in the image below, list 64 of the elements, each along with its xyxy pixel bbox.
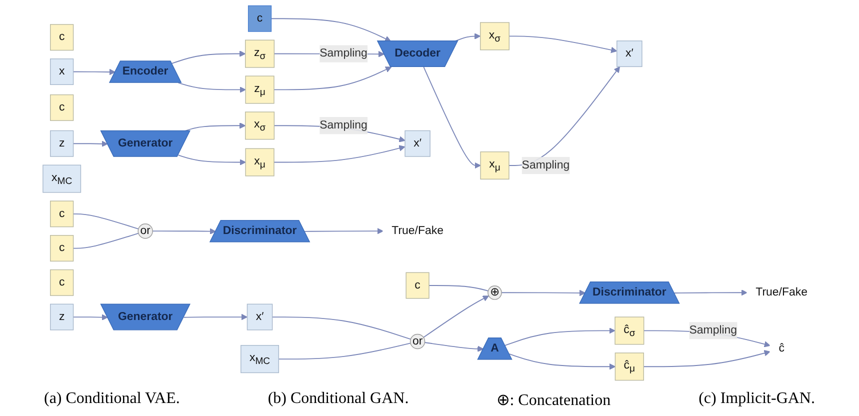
arrow (171, 50, 246, 64)
arrow (152, 228, 216, 234)
arrow (501, 290, 586, 296)
node-box: x (50, 58, 74, 85)
node-box: x$_{MC}$ (42, 164, 82, 193)
node-text: True/Fake (392, 224, 444, 237)
connector (272, 316, 412, 340)
connector (72, 232, 139, 249)
node-text: ĉ (778, 342, 784, 354)
node-box: x′ (616, 40, 642, 68)
node-box: c (50, 94, 74, 121)
arrow (304, 228, 384, 234)
node-box: z$_{μ}$ (245, 76, 274, 104)
node-box: x′ (246, 304, 273, 330)
arrow (72, 68, 116, 76)
arrow (183, 314, 248, 320)
connector (428, 285, 489, 292)
node-box: ĉ$_{σ}$ (614, 316, 644, 345)
node-box: x$_{σ}$ (480, 22, 510, 50)
connector (72, 213, 139, 230)
node-box: z (50, 130, 74, 157)
arrow (424, 342, 484, 352)
node-box: x$_{σ}$ (245, 112, 275, 140)
node-box: c (50, 24, 74, 51)
arrow (178, 154, 246, 166)
note: ⊕: Concatenation (496, 391, 611, 410)
node-box: z$_{σ}$ (245, 40, 275, 68)
node-box: c (406, 272, 430, 299)
arrow (504, 328, 616, 346)
node-circle: ⊕ (488, 285, 502, 300)
arrow (643, 350, 770, 368)
arrow (423, 66, 481, 169)
node-box: x$_{μ}$ (245, 148, 274, 176)
arrow (508, 36, 618, 54)
node-box: z (50, 304, 74, 330)
edge-label: Sampling (522, 159, 570, 172)
caption: (b) Conditional GAN. (268, 390, 409, 409)
arrow (508, 354, 616, 370)
arrow (674, 290, 748, 296)
arrow (72, 314, 108, 320)
node-box: x′ (404, 130, 430, 157)
node-box: c (50, 200, 74, 228)
node-box: ĉ$_{μ}$ (614, 352, 644, 381)
connector (278, 342, 411, 360)
arrow (454, 33, 481, 42)
node-box: x$_{MC}$ (240, 345, 280, 374)
edge-label: Sampling (689, 324, 738, 336)
node-box: c (248, 5, 272, 32)
arrow (270, 18, 392, 42)
node-box: x$_{μ}$ (480, 151, 510, 180)
arrow (72, 140, 108, 147)
arrow (178, 82, 246, 93)
node-circle: or (410, 334, 426, 350)
node-circle: or (138, 224, 153, 239)
edge-label: Sampling (320, 119, 368, 132)
node-box: c (50, 235, 74, 262)
node-box: c (50, 269, 74, 296)
node-text: True/Fake (756, 286, 808, 298)
arrow (274, 66, 392, 90)
arrow (274, 145, 406, 163)
caption: (c) Implicit-GAN. (698, 390, 815, 409)
edge-label: Sampling (320, 47, 368, 60)
caption: (a) Conditional VAE. (44, 390, 180, 409)
arrow (423, 296, 490, 338)
